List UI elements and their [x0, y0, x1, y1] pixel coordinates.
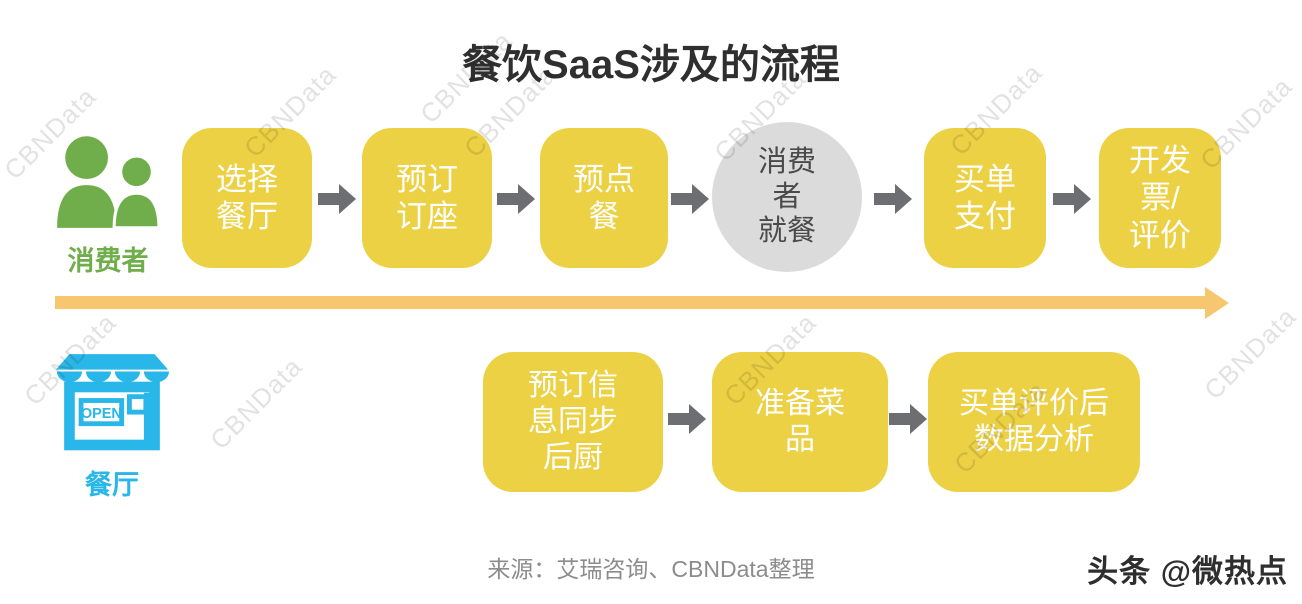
step-reserve-seat: 预订 订座: [362, 128, 492, 268]
lane-flow-arrow-head-icon: [1205, 287, 1229, 319]
credit-watermark: 头条 @微热点: [1087, 554, 1288, 589]
step-pay-bill: 买单 支付: [924, 128, 1046, 268]
source-note: 来源：艾瑞咨询、CBNData整理: [487, 556, 815, 582]
cbndata-watermark: CBNData: [204, 351, 308, 456]
arrow-right-icon: [318, 184, 356, 214]
step-data-analysis: 买单评价后 数据分析: [928, 352, 1140, 492]
step-prepare-dishes: 准备菜 品: [712, 352, 888, 492]
step-consumer-dining: 消费 者 就餐: [712, 122, 862, 272]
arrow-right-icon: [671, 184, 709, 214]
consumer-actor: 消费者: [38, 134, 178, 278]
arrow-right-icon: [889, 404, 927, 434]
step-sync-booking-to-kitchen: 预订信 息同步 后厨: [483, 352, 663, 492]
restaurant-storefront-icon: OPEN: [55, 354, 170, 451]
lane-flow-arrow: [55, 296, 1205, 309]
arrow-right-icon: [497, 184, 535, 214]
consumer-people-icon: [57, 136, 161, 230]
restaurant-actor: OPEN 餐厅: [42, 350, 182, 502]
step-select-restaurant: 选择 餐厅: [182, 128, 312, 268]
arrow-right-icon: [668, 404, 706, 434]
page-title: 餐饮SaaS涉及的流程: [462, 43, 840, 87]
arrow-right-icon: [874, 184, 912, 214]
restaurant-label: 餐厅: [85, 470, 139, 500]
step-invoice-review: 开发 票/ 评价: [1099, 128, 1221, 268]
open-sign-text: OPEN: [81, 406, 122, 422]
arrow-right-icon: [1053, 184, 1091, 214]
step-preorder-meal: 预点 餐: [540, 128, 668, 268]
consumer-label: 消费者: [67, 246, 149, 276]
